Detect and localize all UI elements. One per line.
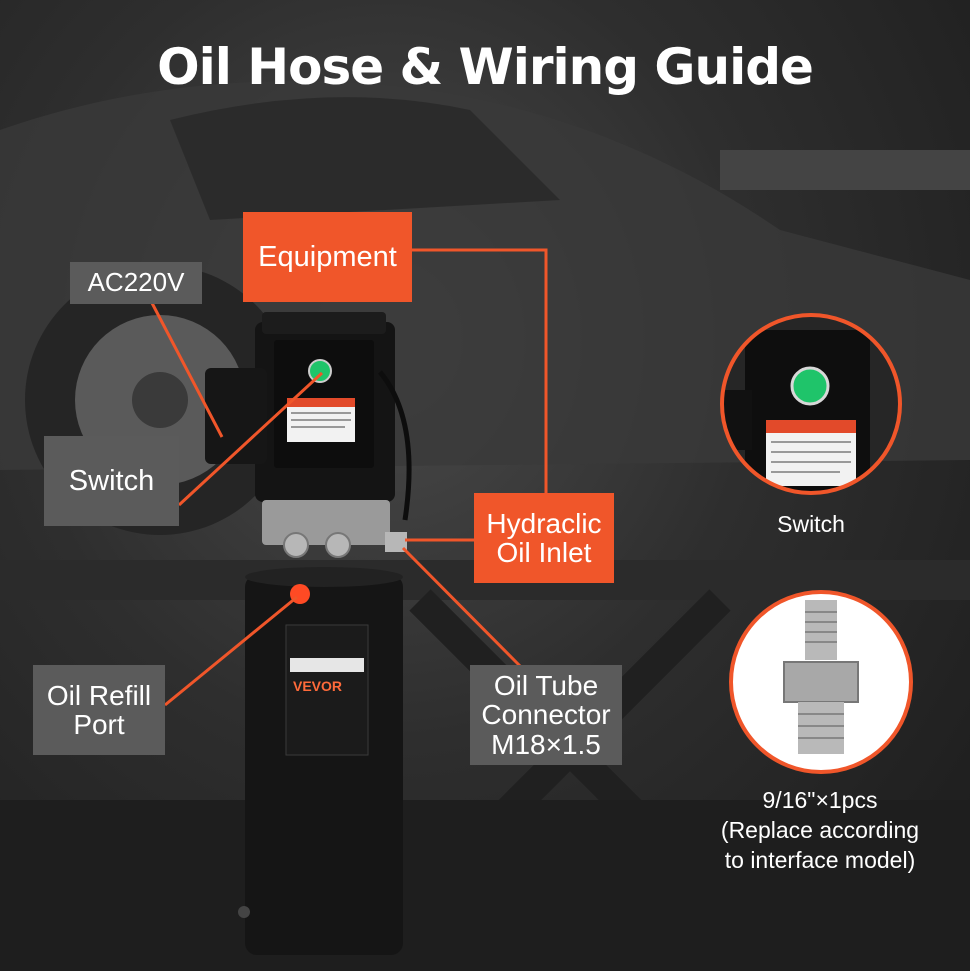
- oil-tube-connector-label: Oil Tube Connector M18×1.5: [470, 665, 622, 765]
- ceiling-light: [720, 150, 970, 190]
- inset-switch-caption: Switch: [777, 511, 845, 537]
- fitting-icon: [783, 600, 859, 754]
- switch-label: Switch: [44, 436, 179, 526]
- oil-refill-text-2: Port: [73, 709, 125, 740]
- drain-plug: [238, 906, 250, 918]
- oil-tube-text-2: Connector: [481, 699, 611, 731]
- car-window: [170, 97, 560, 220]
- inset-green-button-icon: [790, 366, 830, 406]
- equipment-label: Equipment: [243, 212, 412, 302]
- fitting-caption: 9/16"×1pcs (Replace according to interfa…: [700, 786, 940, 876]
- equipment-text: Equipment: [258, 240, 397, 273]
- oil-refill-text-1: Oil Refill: [46, 679, 152, 711]
- page-title: Oil Hose & Wiring Guide: [157, 38, 814, 96]
- fitting-caption-line-2: (Replace according: [720, 816, 920, 843]
- power-cable: [378, 370, 412, 521]
- oil-inlet-text-1: Hydraclic: [486, 507, 602, 539]
- ac-voltage-label: AC220V: [70, 262, 202, 304]
- oil-refill-label: Oil Refill Port: [33, 665, 165, 755]
- oil-inlet-text-2: Oil Inlet: [496, 537, 592, 568]
- switch-text: Switch: [68, 464, 155, 497]
- oil-tube-text-3: M18×1.5: [491, 728, 601, 760]
- refill-line: [164, 595, 298, 707]
- ac-voltage-text: AC220V: [87, 267, 185, 298]
- motor-top: [262, 312, 386, 334]
- fitting-caption-line-3: to interface model): [724, 846, 916, 873]
- fitting-caption-line-1: 9/16"×1pcs: [762, 787, 878, 813]
- oil-tube-text-1: Oil Tube: [493, 669, 599, 701]
- tube-line: [401, 546, 524, 670]
- tank-sticker: [285, 624, 369, 756]
- tank-brand: VEVOR: [293, 678, 343, 694]
- green-button-icon: [308, 359, 332, 383]
- oil-inlet-label: Hydraclic Oil Inlet: [474, 493, 614, 583]
- valve-fitting: [385, 532, 407, 552]
- warning-sticker-header: [287, 398, 355, 407]
- ac-line: [150, 302, 224, 438]
- floor: [0, 800, 970, 971]
- switch-line: [177, 371, 324, 507]
- car-wheel-hub: [132, 372, 188, 428]
